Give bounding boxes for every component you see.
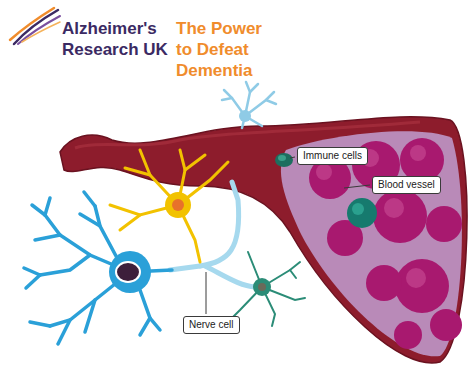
blood-cells <box>309 138 462 349</box>
leader-line <box>206 157 370 314</box>
logo-tagline: The Power to Defeat Dementia <box>176 18 276 81</box>
immune-cell-shine <box>278 155 286 161</box>
callout-box: Blood vessel <box>372 176 441 194</box>
astrocyte <box>232 252 305 326</box>
immune-cell-shine <box>352 203 364 215</box>
immune-cell <box>275 153 293 167</box>
astrocyte-body <box>253 278 271 296</box>
glial-cell-body <box>239 110 251 122</box>
neuron-body <box>165 192 191 218</box>
nerve-cell-nucleus <box>116 262 140 282</box>
logo-name: Alzheimer's Research UK <box>62 18 170 60</box>
nerve-cell-body <box>109 251 151 293</box>
callout-label: Immune cells <box>303 150 362 162</box>
neuron-dendrites <box>110 150 228 262</box>
astrocyte-nucleus <box>258 283 266 291</box>
immune-cell-in-vessel <box>347 198 377 228</box>
callout-box: Nerve cell <box>183 316 240 334</box>
nerve-cell-dendrites <box>24 192 172 344</box>
callout-label: Blood vessel <box>378 179 435 191</box>
logo-swoosh <box>10 8 60 44</box>
blood-vessel <box>60 117 467 363</box>
neuron-nucleus <box>172 199 184 211</box>
callout-label: Nerve cell <box>189 319 234 331</box>
vessel-interior <box>281 131 462 356</box>
callout-box: Immune cells <box>297 147 368 165</box>
blood-cell-shine <box>316 145 426 288</box>
glial-cell <box>222 82 276 128</box>
